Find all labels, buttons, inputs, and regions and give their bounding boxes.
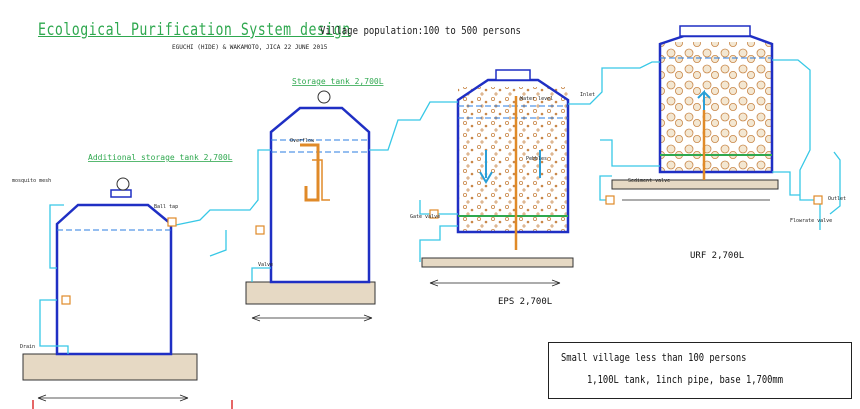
additional-storage-tank <box>55 177 173 356</box>
population-text: Village population:100 to 500 persons <box>320 24 521 37</box>
note-box: Small village less than 100 persons 1,10… <box>548 342 852 399</box>
urf-tank <box>658 25 774 180</box>
label-valve: Valve <box>258 262 273 268</box>
note-line-1: Small village less than 100 persons <box>561 351 747 364</box>
tank-label-urf: URF 2,700L <box>690 251 744 261</box>
base-urf <box>611 179 779 190</box>
valves <box>61 195 823 305</box>
authors-date: EGUCHI (HIDE) & WAKAMOTO, JICA 22 JUNE 2… <box>172 44 328 51</box>
label-overflow: Overflow <box>290 138 315 144</box>
label-sediment-valve: Sediment valve <box>628 178 670 184</box>
label-inlet: Inlet <box>580 92 595 98</box>
base-storage <box>245 281 376 305</box>
storage-tank <box>269 90 371 284</box>
tank-label-eps: EPS 2,700L <box>498 297 552 307</box>
eps-tank <box>456 69 570 250</box>
label-drain: Drain <box>20 344 35 350</box>
label-flowrate-valve: Flowrate valve <box>790 218 832 224</box>
tank-label-additional: Additional storage tank 2,700L <box>88 153 233 162</box>
dimension-lines <box>37 199 770 402</box>
base-eps <box>421 257 574 268</box>
label-mosquito-mesh: mosquito mesh <box>12 178 51 184</box>
label-water-level: Water level <box>520 96 553 102</box>
tank-label-storage: Storage tank 2,700L <box>292 77 384 86</box>
edge-ticks <box>32 400 233 409</box>
label-ball-tap: Ball tap <box>154 204 178 210</box>
label-gate-valve: Gate valve <box>410 214 440 220</box>
label-pebbles: Pebbles <box>526 156 547 162</box>
base-additional <box>22 353 198 381</box>
page-title: Ecological Purification System design <box>38 20 351 40</box>
note-line-2: 1,100L tank, 1inch pipe, base 1,700mm <box>587 373 784 386</box>
label-outlet: Outlet <box>828 196 846 202</box>
